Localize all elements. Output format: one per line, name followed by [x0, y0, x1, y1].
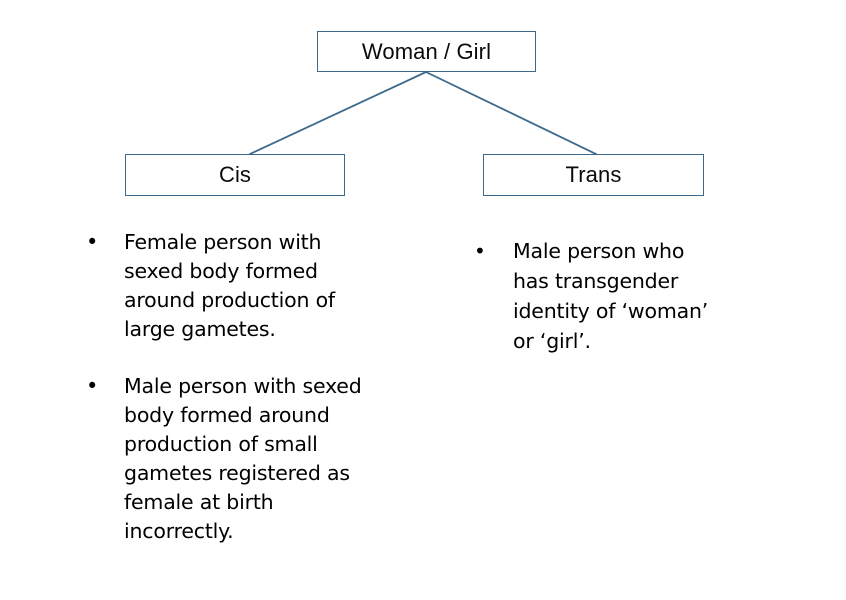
- node-woman-girl[interactable]: Woman / Girl: [317, 31, 536, 72]
- bullet-point-icon: •: [474, 239, 486, 263]
- node-cis[interactable]: Cis: [125, 154, 345, 196]
- list-item: • Male person who has transgender identi…: [474, 236, 744, 356]
- bullet-point-icon: •: [86, 374, 99, 398]
- connector-root-to-trans: [424, 70, 598, 156]
- list-item-text: Female person with sexed body formed aro…: [124, 230, 335, 341]
- bullet-list-cis: • Female person with sexed body formed a…: [86, 228, 406, 546]
- node-cis-label: Cis: [218, 162, 252, 187]
- node-woman-girl-label: Woman / Girl: [361, 38, 492, 64]
- list-item-text: Male person who has transgender identity…: [513, 239, 709, 353]
- node-trans[interactable]: Trans: [483, 154, 704, 196]
- list-item-text: Male person with sexed body formed aroun…: [124, 374, 362, 543]
- list-item: • Female person with sexed body formed a…: [86, 228, 406, 344]
- list-item: • Male person with sexed body formed aro…: [86, 372, 406, 546]
- connector-root-to-cis: [248, 70, 428, 156]
- node-trans-label: Trans: [565, 162, 622, 187]
- bullet-list-trans: • Male person who has transgender identi…: [474, 236, 744, 356]
- bullet-point-icon: •: [86, 230, 99, 254]
